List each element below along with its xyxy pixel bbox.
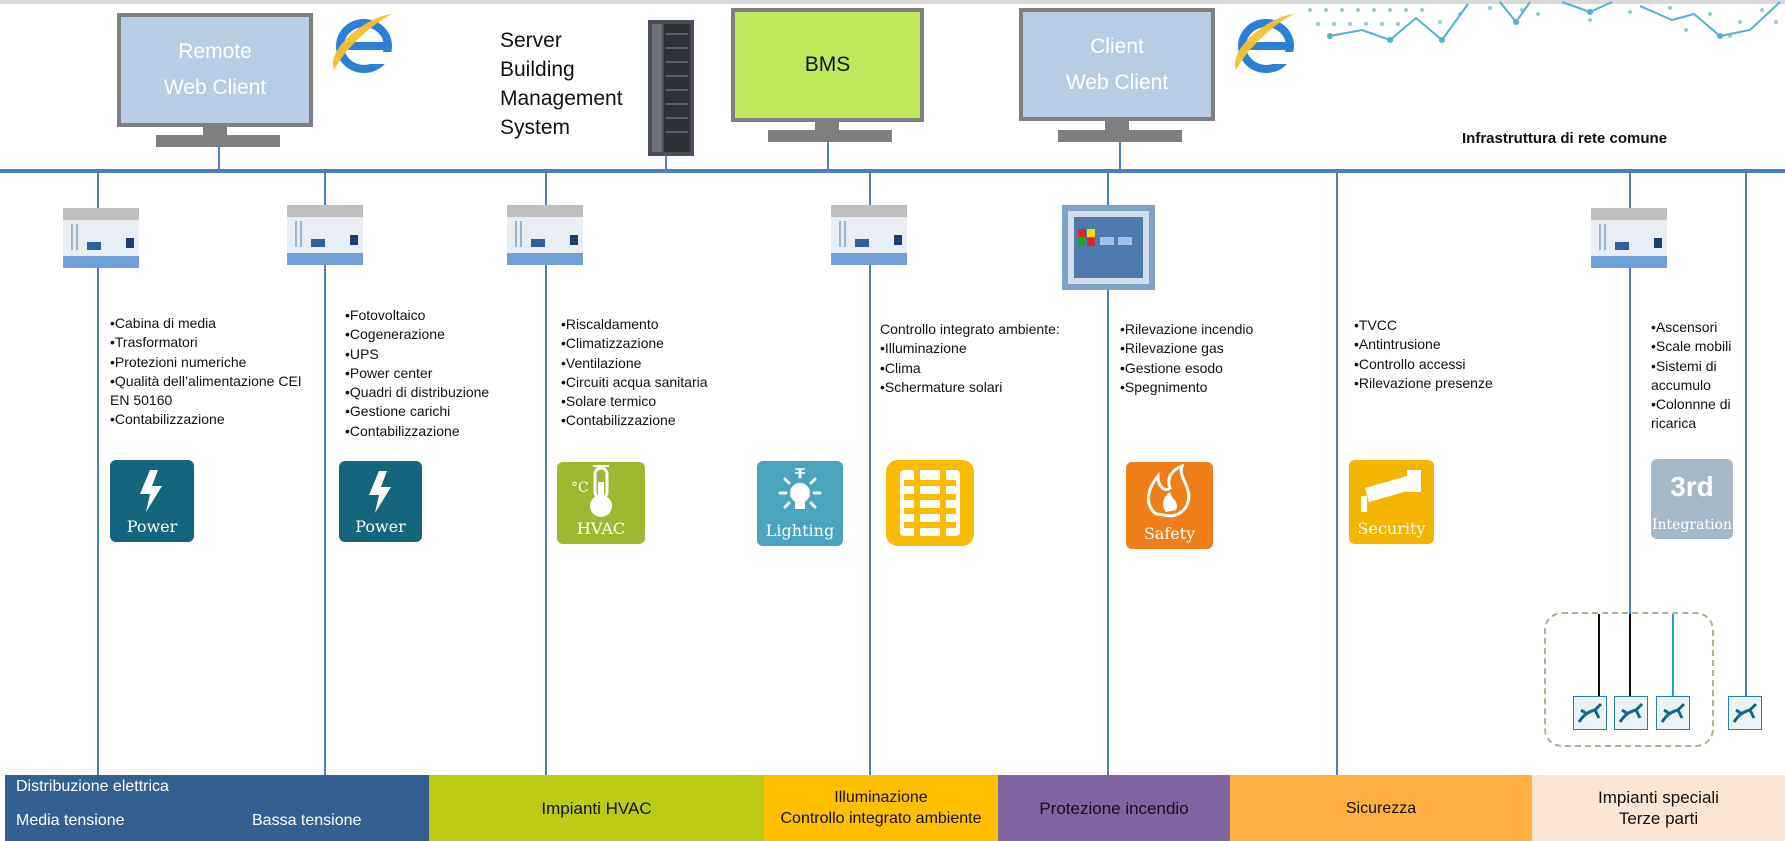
drop-line-speciali: [1629, 172, 1631, 614]
drop-line-incendio: [1107, 172, 1109, 778]
column-hvac-list: •Riscaldamento•Climatizzazione •Ventilaz…: [561, 316, 708, 429]
column-incendio-list: •Rilevazione incendio•Rilevazione gas •G…: [1120, 321, 1254, 395]
column-bassa-list: •Fotovoltaico•Cogenerazione •UPS•Power c…: [345, 307, 490, 439]
remote-monitor-line2: Web Client: [163, 76, 267, 99]
remote-monitor-screen: Remote Web Client: [117, 13, 313, 127]
client-monitor-line1: Client: [1090, 34, 1144, 58]
blinds-icon: [900, 470, 960, 536]
controller-device-icon: [831, 205, 907, 265]
column-media-list: •Cabina di media•Trasformatori •Protezio…: [110, 315, 302, 428]
remote-link-line: [218, 147, 220, 171]
field-sensor-icon: [1728, 696, 1762, 730]
thermometer-icon: °C: [571, 465, 612, 517]
bulb-icon: [778, 468, 822, 509]
power-tile-label: Power: [126, 517, 178, 536]
field-devices-group: [1544, 612, 1714, 747]
internet-explorer-icon: [1235, 14, 1296, 73]
client-web-client-monitor: Client Web Client: [1019, 8, 1215, 143]
field-wire: [1672, 614, 1674, 696]
lighting-tile-label: Lighting: [765, 521, 835, 540]
field-sensor-icon: [1656, 696, 1690, 730]
safety-tile: Safety: [1126, 462, 1213, 549]
network-title: Infrastruttura di rete comune: [1462, 130, 1668, 147]
lightning-icon: [369, 471, 391, 513]
band-sicurezza: Sicurezza: [1230, 775, 1532, 841]
band-impianti-speciali: Impianti speciali Terze parti: [1532, 775, 1785, 841]
network-pattern-decoration: [1308, 1, 1781, 43]
third-party-icon: 3rd: [1670, 471, 1714, 502]
hvac-tile: °C HVAC: [557, 462, 645, 544]
lighting-tile: Lighting: [757, 461, 843, 546]
integration-tile: 3rd Integration: [1651, 459, 1733, 539]
integration-tile-label: Integration: [1651, 517, 1732, 533]
flame-icon: [1146, 463, 1191, 518]
drop-line-sicurezza: [1336, 172, 1338, 778]
band-bassa-tensione: Bassa tensione: [252, 812, 362, 829]
field-wire: [1598, 614, 1600, 696]
column-illuminazione-list: Controllo integrato ambiente:•Illuminazi…: [880, 321, 1060, 395]
top-border: [0, 0, 1785, 4]
drop-line-bassa: [324, 172, 326, 778]
band-dist-title: Distribuzione elettrica: [16, 778, 169, 795]
bms-label: BMS: [804, 53, 851, 76]
remote-web-client-monitor: Remote Web Client: [117, 13, 313, 148]
power-tile: Power: [339, 461, 422, 542]
power-tile-label: Power: [355, 517, 406, 536]
lightning-icon: [140, 470, 162, 512]
bms-monitor: BMS: [731, 8, 924, 143]
server-link-line: [665, 155, 667, 171]
camera-icon: [1361, 470, 1421, 512]
internet-explorer-icon: [333, 14, 394, 73]
band-media-tensione: Media tensione: [16, 812, 125, 829]
security-tile: Security: [1349, 460, 1434, 544]
security-tile-label: Security: [1357, 519, 1426, 538]
client-monitor-screen: Client Web Client: [1019, 8, 1215, 121]
controller-device-icon: [287, 205, 363, 265]
bms-link-line: [827, 142, 829, 171]
network-bus-line: [0, 169, 1785, 173]
band-protezione-incendio: Protezione incendio: [998, 775, 1230, 841]
drop-line-hvac: [545, 172, 547, 778]
power-tile: Power: [110, 460, 194, 542]
drop-line-illuminazione: [869, 172, 871, 778]
controller-device-icon: [507, 205, 583, 265]
controller-device-icon: [1591, 208, 1667, 268]
field-sensor-icon: [1573, 696, 1607, 730]
celsius-unit: °C: [571, 480, 589, 496]
band-distribuzione-elettrica: Distribuzione elettrica Media tensione B…: [5, 775, 429, 841]
server-rack-icon: [648, 20, 694, 156]
band-impianti-hvac: Impianti HVAC: [429, 775, 764, 841]
drop-line-terze-parti: [1745, 172, 1747, 702]
fire-panel-device-icon: [1062, 205, 1155, 290]
field-sensor-icon: [1614, 696, 1648, 730]
safety-tile-label: Safety: [1143, 524, 1196, 543]
drop-line-media: [97, 172, 99, 778]
bms-monitor-screen: BMS: [731, 8, 924, 122]
client-monitor-line2: Web Client: [1065, 70, 1169, 94]
hvac-tile-label: HVAC: [576, 519, 626, 538]
controller-device-icon: [63, 208, 139, 268]
shades-tile: [886, 460, 974, 546]
field-wire: [1629, 614, 1631, 696]
client-link-line: [1119, 142, 1121, 171]
band-illuminazione: Illuminazione Controllo integrato ambien…: [764, 775, 998, 841]
remote-monitor-line1: Remote: [178, 40, 252, 63]
column-sicurezza-list: •TVCC•Antintrusione •Controllo accessi•R…: [1354, 317, 1493, 391]
server-label: Server Building Management System: [500, 29, 623, 139]
